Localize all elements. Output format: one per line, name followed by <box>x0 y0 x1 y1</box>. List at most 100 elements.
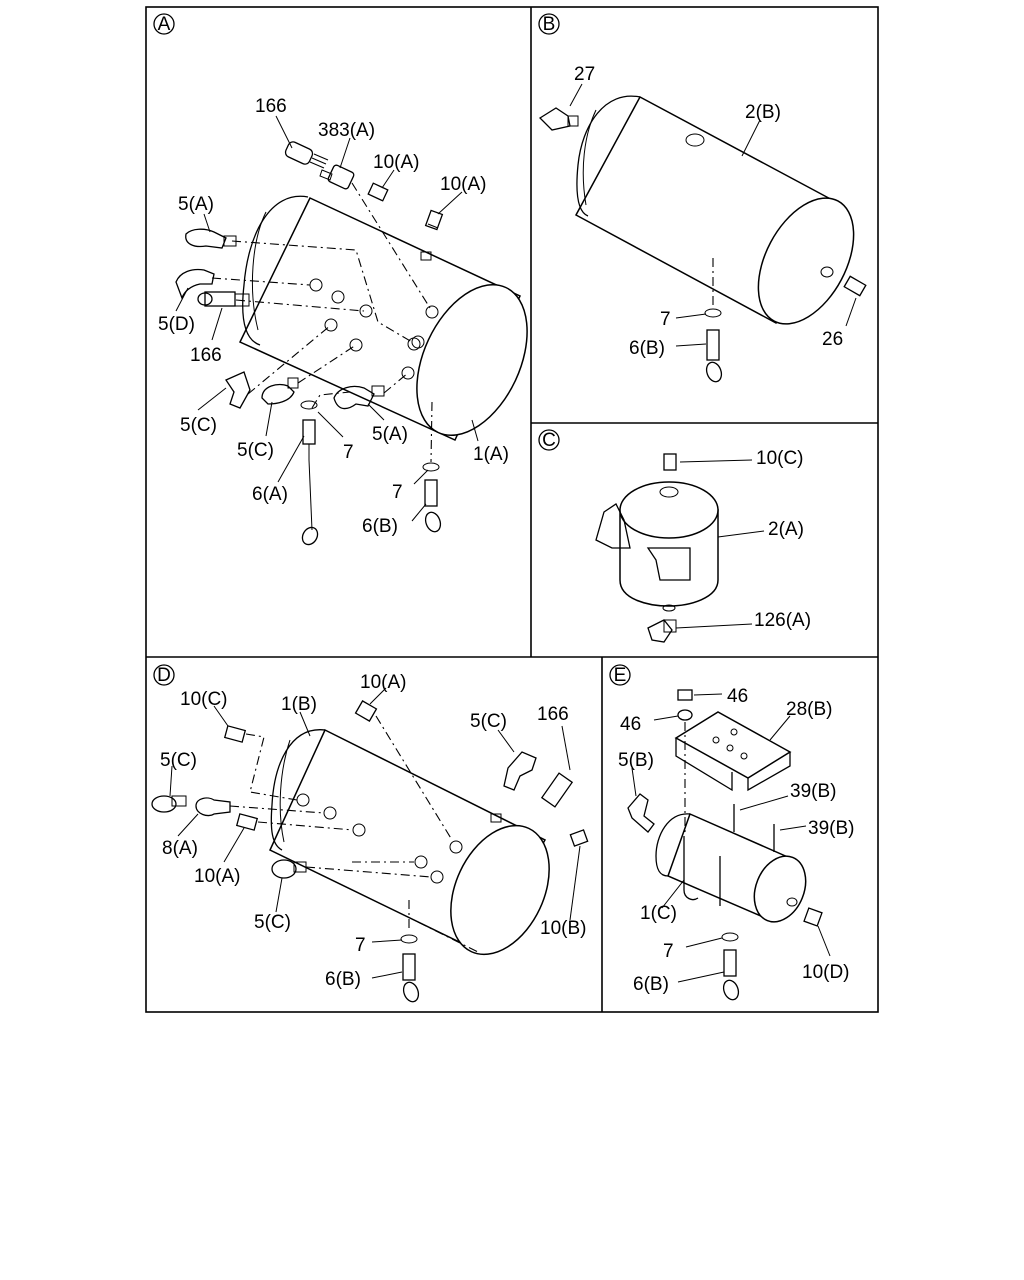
label-d-8a: 8(A) <box>162 838 198 859</box>
label-a-1a: 1(A) <box>473 444 509 465</box>
section-a-marker: A <box>153 13 175 35</box>
label-a-5d: 5(D) <box>158 314 195 335</box>
leaders-e <box>631 693 831 983</box>
label-e-6b: 6(B) <box>633 974 669 995</box>
labels-b: 27 2(B) 7 6(B) 26 <box>574 64 843 359</box>
plug-10c-d <box>223 725 247 743</box>
leaders-c <box>675 459 765 629</box>
air-tank-2a <box>595 481 719 612</box>
label-a-7-a: 7 <box>343 442 354 463</box>
labels-c: 10(C) 2(A) 126(A) <box>754 448 811 631</box>
drain-valve-6a <box>300 400 319 546</box>
label-a-5a-1: 5(A) <box>178 194 214 215</box>
label-e-46-top: 46 <box>727 686 748 707</box>
label-b-7: 7 <box>660 309 671 330</box>
label-e-28b: 28(B) <box>786 699 832 720</box>
label-d-5c-1: 5(C) <box>470 711 507 732</box>
labels-e: 46 46 28(B) 5(B) 39(B) 39(B) 1(C) 7 6(B)… <box>618 686 854 995</box>
elbow-5c-d-top <box>503 751 537 791</box>
label-e-7: 7 <box>663 941 674 962</box>
plug-10a-right <box>424 209 444 231</box>
air-tank-2b <box>574 95 855 325</box>
elbow-5c-left <box>225 371 251 409</box>
label-e-5b: 5(B) <box>618 750 654 771</box>
elbow-5c-middle <box>261 377 299 405</box>
assembly-lines-d <box>229 715 479 953</box>
section-e-marker: E <box>609 664 631 686</box>
section-d-marker: D <box>153 664 175 686</box>
svg-text:B: B <box>543 14 556 35</box>
label-a-7-b: 7 <box>392 482 403 503</box>
label-a-6b: 6(B) <box>362 516 398 537</box>
section-d: D <box>151 664 589 1003</box>
elbow-5b <box>627 793 655 833</box>
labels-d: 10(C) 1(B) 10(A) 5(C) 166 5(C) 8(A) 10(A… <box>160 672 586 990</box>
plug-10a-d-top <box>354 700 378 722</box>
air-tank-1c <box>655 812 807 923</box>
label-d-7: 7 <box>355 935 366 956</box>
leaders-a <box>175 115 479 522</box>
label-a-166-left: 166 <box>190 345 222 366</box>
elbow-5a-bottom <box>333 385 385 410</box>
elbow-5d <box>175 268 215 300</box>
elbow-5c-d-left <box>151 795 187 813</box>
drain-valve-6b-b <box>704 308 723 383</box>
svg-text:D: D <box>157 665 171 686</box>
mounting-bracket-28b <box>674 711 792 792</box>
label-e-39b-2: 39(B) <box>808 818 854 839</box>
plug-10a-d-bottom <box>235 813 259 831</box>
label-a-6a: 6(A) <box>252 484 288 505</box>
label-a-383a: 383(A) <box>318 120 375 141</box>
label-d-5c-3: 5(C) <box>254 912 291 933</box>
leaders-b <box>569 83 857 347</box>
label-c-10c: 10(C) <box>756 448 804 469</box>
label-e-46-lower: 46 <box>620 714 641 735</box>
label-e-39b-1: 39(B) <box>790 781 836 802</box>
plug-10d <box>803 907 823 927</box>
nut-46-top <box>677 689 693 701</box>
label-c-126a: 126(A) <box>754 610 811 631</box>
label-b-6b: 6(B) <box>629 338 665 359</box>
label-b-26: 26 <box>822 329 843 350</box>
plug-10c-c <box>663 453 677 471</box>
fitting-383a <box>319 164 355 190</box>
fitting-166-left <box>197 291 250 307</box>
drain-valve-6b-d <box>400 934 420 1003</box>
elbow-5a-top <box>185 228 237 249</box>
label-a-5a-2: 5(A) <box>372 424 408 445</box>
plug-10a-top <box>367 182 389 202</box>
label-d-166: 166 <box>537 704 569 725</box>
svg-text:E: E <box>614 665 627 686</box>
plug-26 <box>843 275 867 297</box>
section-e: E <box>609 664 854 1001</box>
label-b-2b: 2(B) <box>745 102 781 123</box>
label-e-1c: 1(C) <box>640 903 677 924</box>
air-tank-1a <box>238 195 528 441</box>
fitting-166-d <box>540 772 574 808</box>
label-d-6b: 6(B) <box>325 969 361 990</box>
section-c-marker: C <box>538 429 560 451</box>
elbow-27 <box>538 107 579 131</box>
label-b-27: 27 <box>574 64 595 85</box>
tee-8a <box>195 797 231 817</box>
label-a-10a-2: 10(A) <box>440 174 486 195</box>
fitting-126a <box>647 619 677 643</box>
label-c-2a: 2(A) <box>768 519 804 540</box>
label-a-10a-1: 10(A) <box>373 152 419 173</box>
section-c: C 10(C) 2(A) 126(A) <box>538 429 811 643</box>
label-a-5c-2: 5(C) <box>237 440 274 461</box>
u-bolt-39b <box>683 804 775 906</box>
assembly-lines-a <box>211 182 433 463</box>
svg-text:C: C <box>542 430 556 451</box>
nut-46-lower <box>677 709 693 721</box>
label-d-1b: 1(B) <box>281 694 317 715</box>
label-d-10c: 10(C) <box>180 689 228 710</box>
label-d-10b: 10(B) <box>540 918 586 939</box>
drain-valve-6b-e <box>721 932 740 1001</box>
label-a-166-top: 166 <box>255 96 287 117</box>
fitting-166-top <box>284 141 329 169</box>
leaders-d <box>169 687 581 979</box>
svg-text:A: A <box>158 14 171 35</box>
label-d-10a-1: 10(A) <box>360 672 406 693</box>
